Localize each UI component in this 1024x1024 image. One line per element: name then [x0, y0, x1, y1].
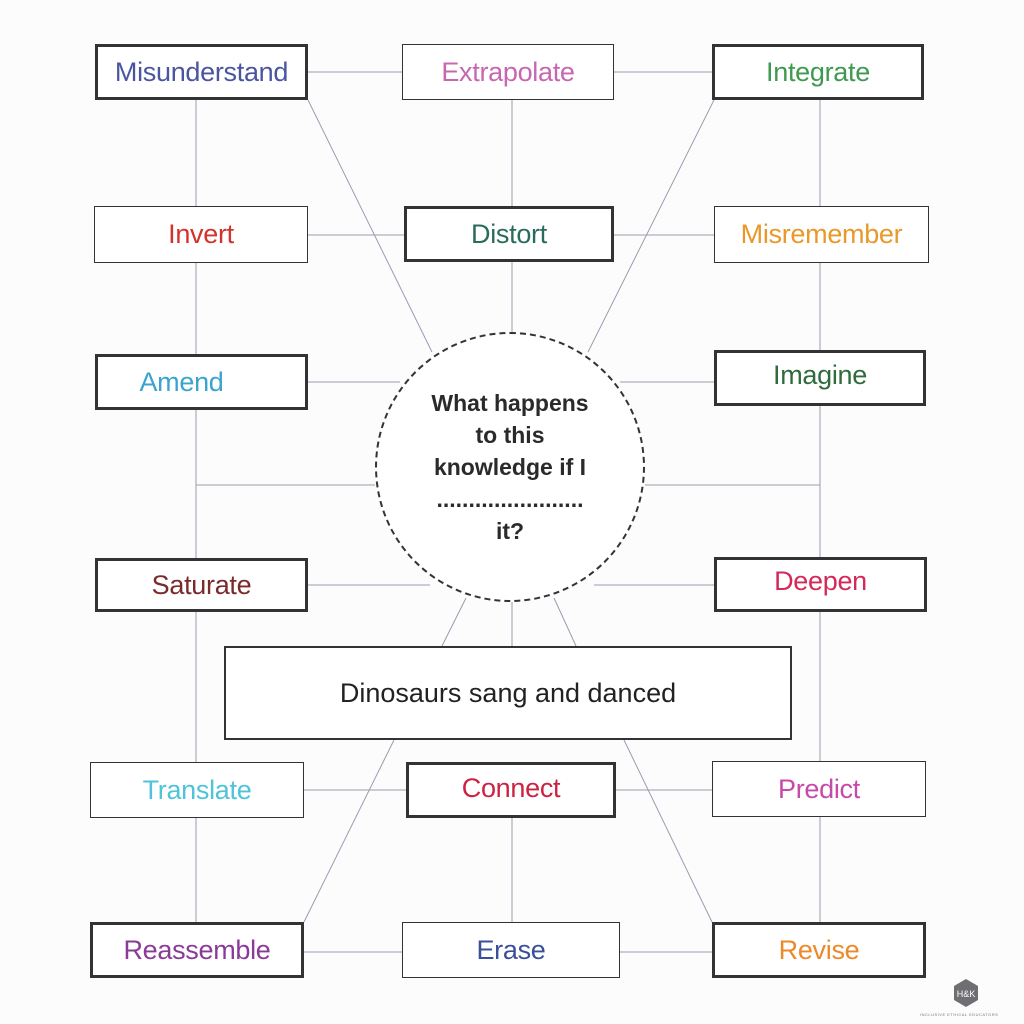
box-misremember: Misremember — [714, 206, 929, 263]
label-connect: Connect — [461, 772, 561, 803]
label-distort: Distort — [471, 218, 547, 249]
box-reassemble: Reassemble — [90, 922, 304, 978]
question-line-3: knowledge if I — [433, 454, 587, 480]
label-erase: Erase — [476, 934, 546, 965]
box-deepen: Deepen — [714, 557, 927, 612]
label-predict: Predict — [778, 773, 860, 804]
box-distort: Distort — [404, 206, 614, 262]
label-deepen: Deepen — [774, 566, 867, 596]
box-imagine: Imagine — [714, 350, 926, 406]
box-connect: Connect — [406, 762, 616, 818]
statement-text: Dinosaurs sang and danced — [339, 677, 677, 708]
label-amend: Amend — [139, 366, 224, 397]
question-blank: ....................... — [436, 486, 584, 512]
label-invert: Invert — [168, 219, 234, 249]
box-invert: Invert — [94, 206, 308, 263]
label-misremember: Misremember — [740, 219, 903, 249]
logo-tagline: INCLUSIVE ETHICAL EDUCATORS — [920, 1012, 999, 1017]
box-misunderstand: Misunderstand — [95, 44, 308, 100]
central-question-circle: What happens to this knowledge if I ....… — [375, 332, 645, 602]
question-line-1: What happens — [431, 390, 589, 416]
question-line-2: to this — [475, 422, 545, 448]
logo-initials: H&K — [957, 989, 976, 999]
statement-box: Dinosaurs sang and danced — [224, 646, 792, 740]
label-translate: Translate — [142, 774, 252, 805]
label-saturate: Saturate — [151, 569, 252, 600]
box-extrapolate: Extrapolate — [402, 44, 614, 100]
box-predict: Predict — [712, 761, 926, 817]
label-imagine: Imagine — [773, 359, 867, 390]
box-translate: Translate — [90, 762, 304, 818]
box-saturate: Saturate — [95, 558, 308, 612]
label-revise: Revise — [778, 934, 860, 965]
label-reassemble: Reassemble — [123, 934, 271, 965]
label-integrate: Integrate — [766, 56, 870, 87]
question-line-5: it? — [495, 518, 525, 544]
label-misunderstand: Misunderstand — [114, 56, 289, 87]
hk-logo-icon: H&K — [954, 979, 978, 1007]
box-integrate: Integrate — [712, 44, 924, 100]
box-amend: Amend — [95, 354, 308, 410]
box-revise: Revise — [712, 922, 926, 978]
box-erase: Erase — [402, 922, 620, 978]
label-extrapolate: Extrapolate — [441, 56, 575, 87]
